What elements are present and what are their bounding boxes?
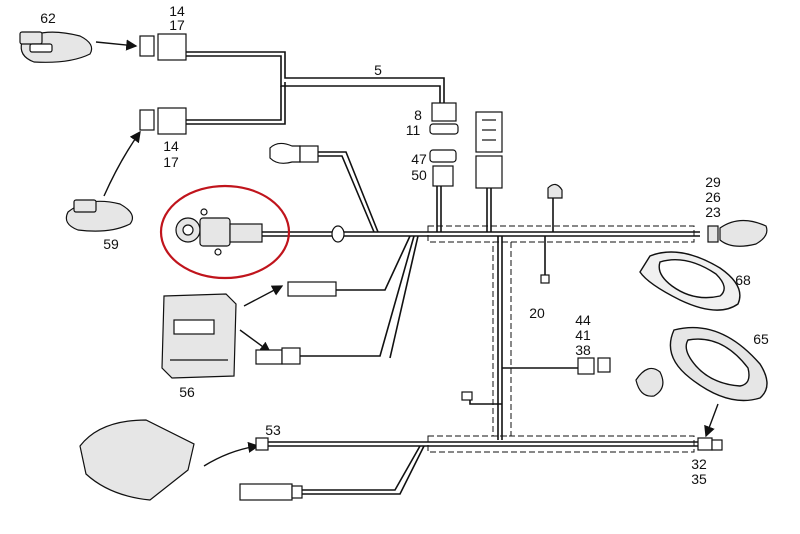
connector-32-35 bbox=[697, 437, 723, 451]
connector-plug-top bbox=[269, 142, 319, 164]
callout-17-top: 17 bbox=[169, 17, 185, 33]
part-44-41-38-switch bbox=[577, 357, 664, 397]
callout-41: 41 bbox=[575, 327, 591, 343]
part-56-control-module bbox=[161, 293, 237, 379]
part-68-handle-bezel bbox=[639, 251, 741, 311]
callout-8: 8 bbox=[414, 107, 422, 123]
connector-14-17-lower bbox=[139, 107, 187, 135]
callout-50: 50 bbox=[411, 167, 427, 183]
part-circled-sensor bbox=[175, 208, 263, 256]
small-terminal bbox=[540, 274, 550, 284]
small-sensor bbox=[547, 183, 563, 199]
harness-main-trunk bbox=[186, 51, 700, 495]
callout-38: 38 bbox=[575, 342, 591, 358]
part-65-door-handle bbox=[669, 326, 768, 402]
callout-44: 44 bbox=[575, 312, 591, 328]
part-53-bracket bbox=[79, 419, 195, 501]
callout-14-lower: 14 bbox=[163, 138, 179, 154]
connector-14-17-top bbox=[139, 33, 187, 61]
arrows bbox=[95, 39, 719, 467]
callout-29: 29 bbox=[705, 174, 721, 190]
callout-23: 23 bbox=[705, 204, 721, 220]
connector-8-11 bbox=[429, 102, 459, 135]
highlight-circle bbox=[159, 184, 291, 280]
grommet bbox=[331, 225, 345, 243]
small-plug bbox=[461, 391, 473, 401]
callout-5: 5 bbox=[374, 62, 382, 78]
callout-47: 47 bbox=[411, 151, 427, 167]
callout-53: 53 bbox=[265, 422, 281, 438]
connector-47-50 bbox=[429, 149, 457, 187]
module-connector-upper bbox=[287, 281, 337, 297]
callout-17-lower: 17 bbox=[163, 154, 179, 170]
callout-11: 11 bbox=[405, 122, 421, 138]
connector-53 bbox=[255, 437, 269, 451]
connector-bottom bbox=[239, 483, 303, 501]
callout-20: 20 bbox=[529, 305, 545, 321]
part-59-light-housing bbox=[65, 199, 133, 232]
multi-pin-connector bbox=[475, 111, 503, 189]
callout-32: 32 bbox=[691, 456, 707, 472]
part-29-26-23-speaker bbox=[707, 219, 768, 247]
module-connector-lower bbox=[255, 347, 301, 365]
callout-56: 56 bbox=[179, 384, 195, 400]
callout-65: 65 bbox=[753, 331, 769, 347]
harness-dashed-bundles bbox=[427, 225, 695, 453]
callout-62: 62 bbox=[40, 10, 56, 26]
callout-68: 68 bbox=[735, 272, 751, 288]
part-62-light-housing bbox=[19, 31, 93, 63]
callout-26: 26 bbox=[705, 189, 721, 205]
callout-14-top: 14 bbox=[169, 3, 185, 19]
callout-35: 35 bbox=[691, 471, 707, 487]
callout-59: 59 bbox=[103, 236, 119, 252]
